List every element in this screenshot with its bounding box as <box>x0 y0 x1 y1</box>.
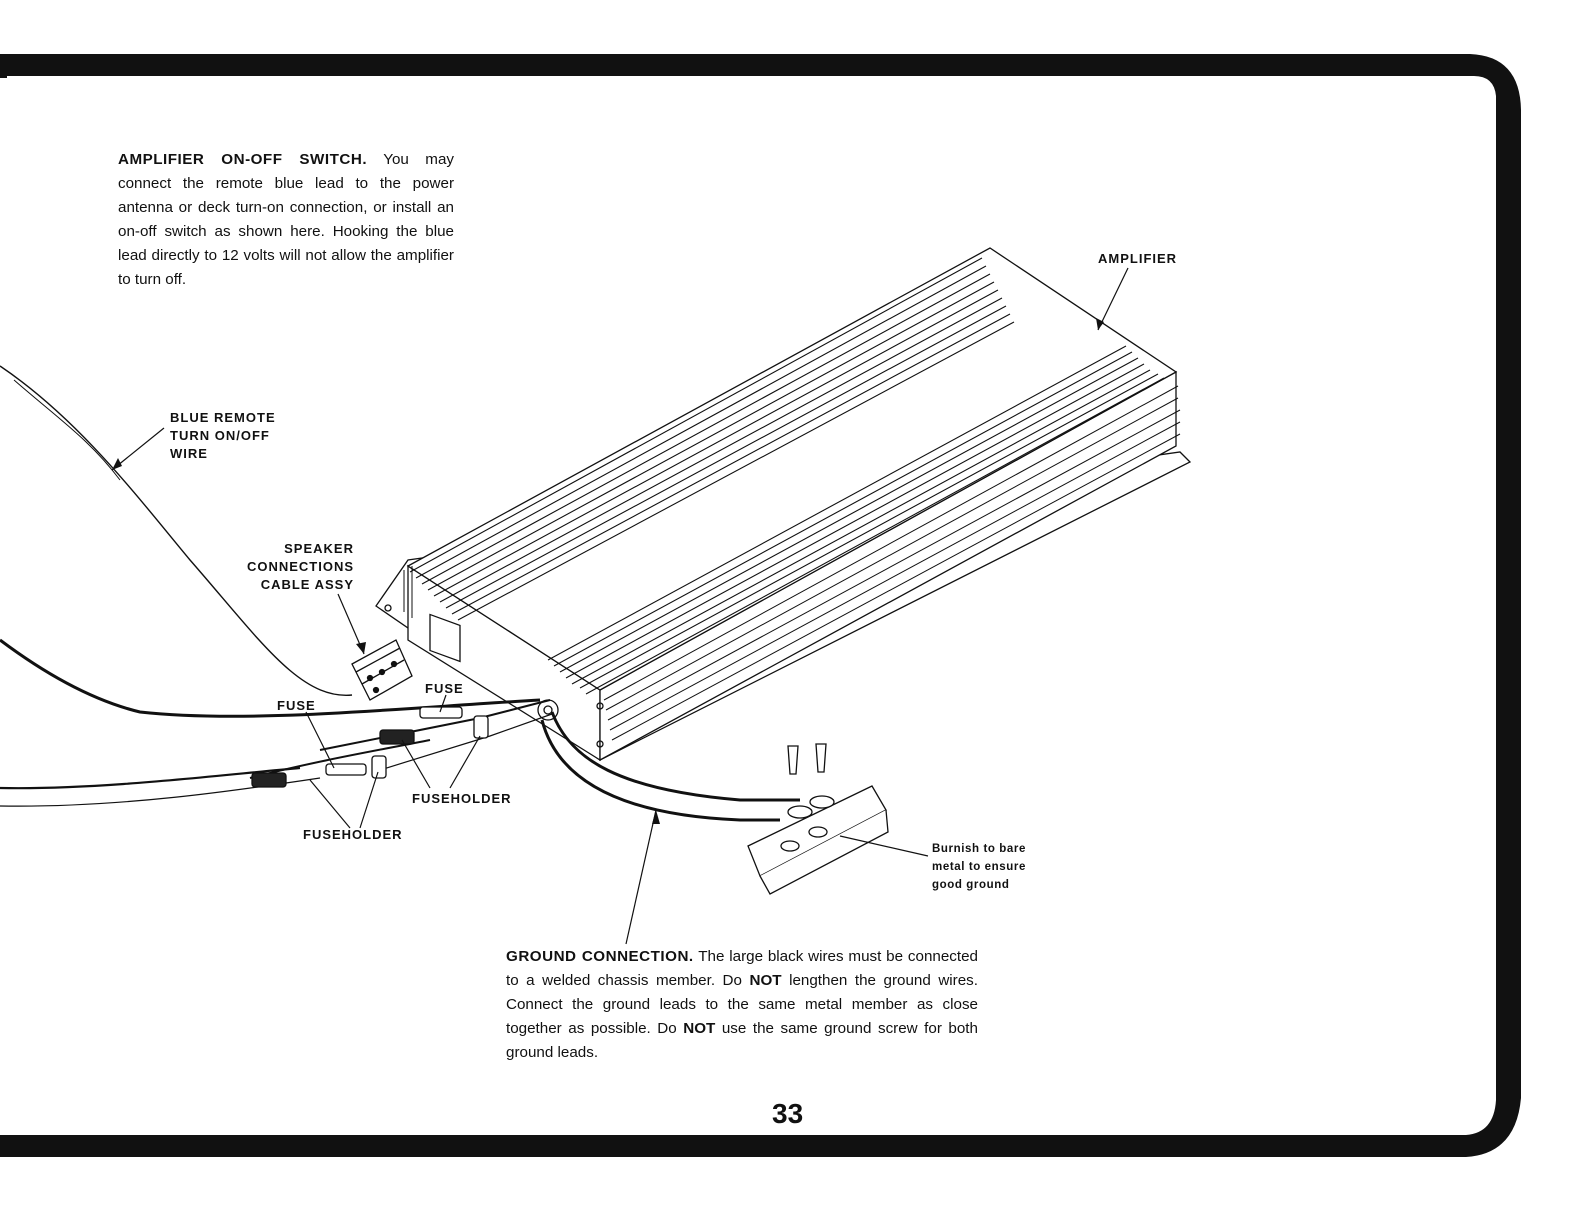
fuseholder-label-right: FUSEHOLDER <box>412 791 512 806</box>
ground-connection-heading: GROUND CONNECTION. <box>506 948 694 965</box>
blue-remote-wire <box>0 365 353 696</box>
ground-note-part3: use the same ground screw for both groun… <box>506 1020 978 1061</box>
amplifier-switch-note: AMPLIFIER ON-OFF SWITCH. You may connect… <box>118 148 454 292</box>
amplifier-switch-heading: AMPLIFIER ON-OFF SWITCH. <box>118 151 368 168</box>
fuse-label-left: FUSE <box>277 698 316 713</box>
power-wire-c <box>0 777 321 807</box>
ground-connection-note: GROUND CONNECTION. The large black wires… <box>506 945 978 1065</box>
wires <box>0 365 800 822</box>
fuse-label-right: FUSE <box>425 681 464 696</box>
chassis-member <box>747 743 889 895</box>
page-number: 33 <box>772 1098 804 1129</box>
ground-note-not2: NOT <box>683 1020 716 1037</box>
top-border-bar <box>0 54 1521 190</box>
ground-wire-2 <box>540 719 780 822</box>
ground-note-part2: lengthen the ground wires. Connect the g… <box>506 972 978 1037</box>
fuse-assembly <box>251 706 489 788</box>
ground-note-part1: The large black wires must be connected … <box>506 948 979 989</box>
amplifier-label: AMPLIFIER <box>1098 251 1178 266</box>
ground-wire-1 <box>550 711 800 802</box>
ground-screw-left <box>787 745 799 775</box>
amplifier-unit <box>375 247 1192 762</box>
speaker-connections-label: SPEAKER CONNECTIONS CABLE ASSY <box>246 541 354 592</box>
fused-wire-right-2 <box>379 713 553 771</box>
remote-wire-upper <box>13 379 121 481</box>
amplifier-switch-text: You may connect the remote blue lead to … <box>118 151 454 288</box>
burnish-label: Burnish to bare metal to ensure good gro… <box>932 843 1026 891</box>
power-wire-b <box>0 766 301 790</box>
arrowheads <box>112 318 1104 824</box>
left-edge-mark <box>0 58 7 78</box>
speaker-connector-plug <box>351 639 413 701</box>
ground-note-not1: NOT <box>749 972 782 989</box>
ground-screw-right <box>815 743 827 773</box>
fuseholder-label-left: FUSEHOLDER <box>303 827 403 842</box>
blue-remote-wire-label: BLUE REMOTE TURN ON/OFF WIRE <box>170 410 276 461</box>
bottom-border-bar <box>0 1040 1521 1157</box>
right-border-bar <box>1496 190 1521 1050</box>
